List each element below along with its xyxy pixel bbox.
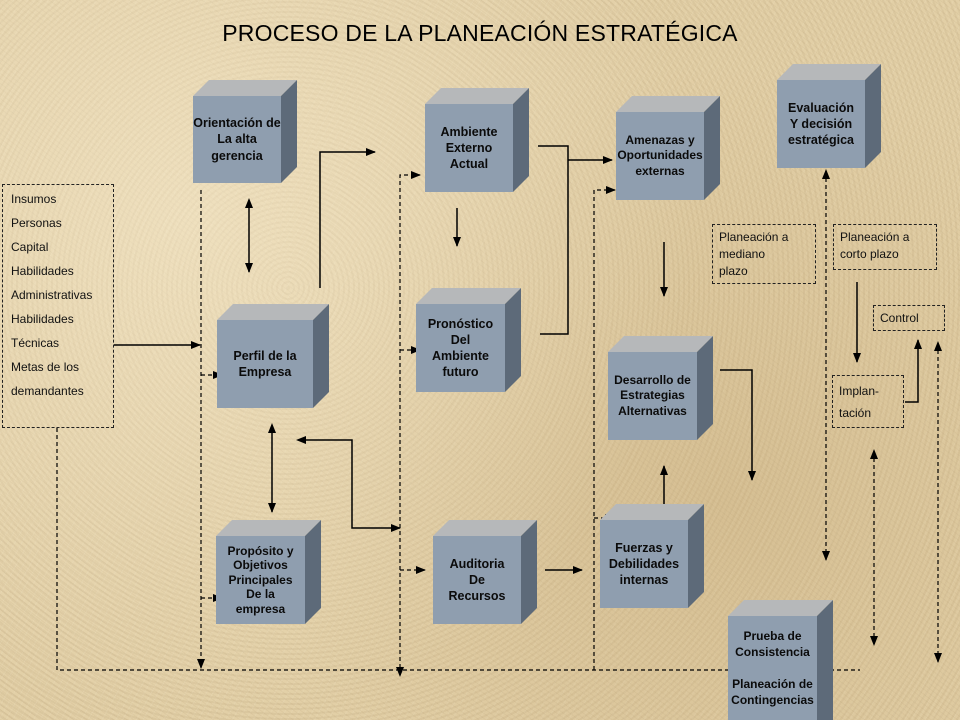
insumos-box: Insumos Personas Capital Habilidades Adm… <box>2 184 114 428</box>
box-pronostico-ambiente: Pronóstico Del Ambiente futuro <box>416 288 521 392</box>
box-fuerzas-label: Fuerzas y Debilidades internas <box>608 540 680 588</box>
note-implantacion: Implan- tación <box>832 375 904 428</box>
box-prueba-label: Prueba de Consistencia Planeación de Con… <box>731 628 814 708</box>
box-desarrollo-estrategias: Desarrollo de Estrategias Alternativas <box>608 336 713 440</box>
box-auditoria-label: Auditoria De Recursos <box>448 556 506 604</box>
arrow-perfil-ambiente <box>319 148 376 288</box>
box-perfil-label: Perfil de la Empresa <box>233 348 297 379</box>
note-planeacion-corto-plazo: Planeación a corto plazo <box>833 224 937 270</box>
box-orientacion-alta-gerencia: Orientación de La alta gerencia <box>193 80 297 183</box>
box-auditoria-recursos: Auditoria De Recursos <box>433 520 537 624</box>
feedback-col2 <box>396 171 421 677</box>
arrow-perfil-auditoria <box>296 436 401 532</box>
box-evaluacion-label: Evaluación Y decisión estratégica <box>787 100 854 148</box>
box-evaluacion-decision: Evaluación Y decisión estratégica <box>777 64 881 168</box>
box-orientacion-label: Orientación de La alta gerencia <box>193 116 281 163</box>
arrow-ambiente-amenazas <box>538 145 569 335</box>
box-proposito-objetivos: Propósito y Objetivos Principales De la … <box>216 520 321 624</box>
box-ambiente-label: Ambiente Externo Actual <box>440 124 498 172</box>
feedback-col3 <box>593 186 616 670</box>
box-ambiente-externo: Ambiente Externo Actual <box>425 88 529 192</box>
arrow-desarrollo-prueba <box>720 369 756 481</box>
box-amenazas-oportunidades: Amenazas y Oportunidades externas <box>616 96 720 200</box>
note-control: Control <box>873 305 945 331</box>
box-prueba-consistencia: Prueba de Consistencia Planeación de Con… <box>728 600 833 720</box>
feedback-line-bottom <box>56 428 860 671</box>
note-planeacion-mediano-plazo: Planeación a mediano plazo <box>712 224 816 284</box>
box-pronostico-label: Pronóstico Del Ambiente futuro <box>427 316 494 380</box>
box-perfil-empresa: Perfil de la Empresa <box>217 304 329 408</box>
box-fuerzas-debilidades: Fuerzas y Debilidades internas <box>600 504 704 608</box>
diagram-title: PROCESO DE LA PLANEACIÓN ESTRATÉGICA <box>222 20 738 46</box>
arrow-implantacion-control <box>905 339 922 403</box>
box-desarrollo-label: Desarrollo de Estrategias Alternativas <box>614 372 691 418</box>
box-amenazas-label: Amenazas y Oportunidades externas <box>617 132 703 178</box>
box-proposito-label: Propósito y Objetivos Principales De la … <box>227 544 294 616</box>
